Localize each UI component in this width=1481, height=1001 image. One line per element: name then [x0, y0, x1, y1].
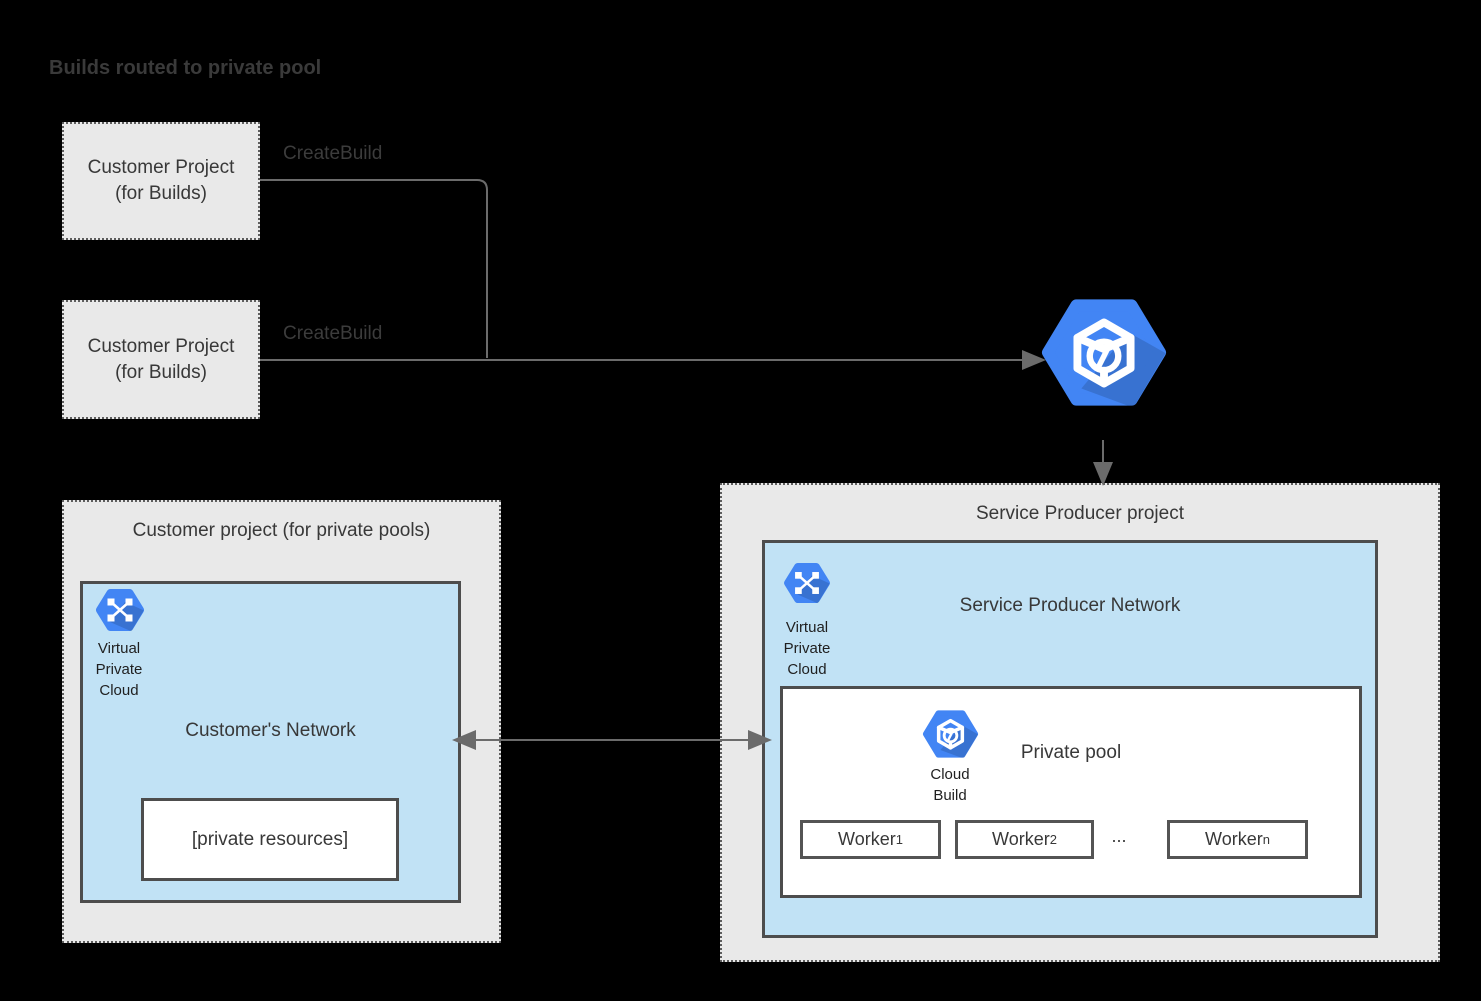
worker-label-2: Worker	[992, 829, 1050, 849]
createbuild-label-1: CreateBuild	[283, 143, 383, 164]
vpc-caption-right: Virtual Private Cloud	[783, 619, 831, 678]
diagram-title: Builds routed to private pool	[49, 57, 322, 79]
cloud-build-icon	[1040, 296, 1168, 409]
private-pool-title: Private pool	[1020, 742, 1122, 763]
worker-label-n: Worker	[1205, 829, 1263, 849]
customer-build-project-box-2: Customer Project (for Builds)	[62, 300, 260, 419]
createbuild-label-2: CreateBuild	[283, 323, 383, 344]
customer-build-project-label-1: Customer Project (for Builds)	[87, 157, 235, 204]
customer-build-project-label-2: Customer Project (for Builds)	[87, 335, 235, 383]
private-resources-box: [private resources]	[141, 798, 399, 881]
customer-build-project-box-1: Customer Project (for Builds)	[62, 122, 260, 240]
service-producer-network-title: Service Producer Network	[959, 595, 1181, 616]
worker-label-1: Worker	[838, 829, 896, 849]
customer-pools-project-title: Customer project (for private pools)	[132, 520, 431, 541]
customer-network-title: Customer's Network	[185, 720, 356, 741]
cloud-build-caption: Cloud Build	[930, 766, 970, 804]
workers-ellipsis: ...	[1111, 826, 1127, 846]
private-resources-label: [private resources]	[191, 828, 349, 850]
service-producer-project-title: Service Producer project	[975, 503, 1185, 524]
private-pool-box: Private pool	[780, 686, 1362, 898]
cloud-build-icon	[922, 709, 979, 759]
virtual-private-cloud-icon	[95, 588, 145, 632]
vpc-caption-left: Virtual Private Cloud	[95, 640, 143, 699]
virtual-private-cloud-icon	[783, 562, 831, 604]
